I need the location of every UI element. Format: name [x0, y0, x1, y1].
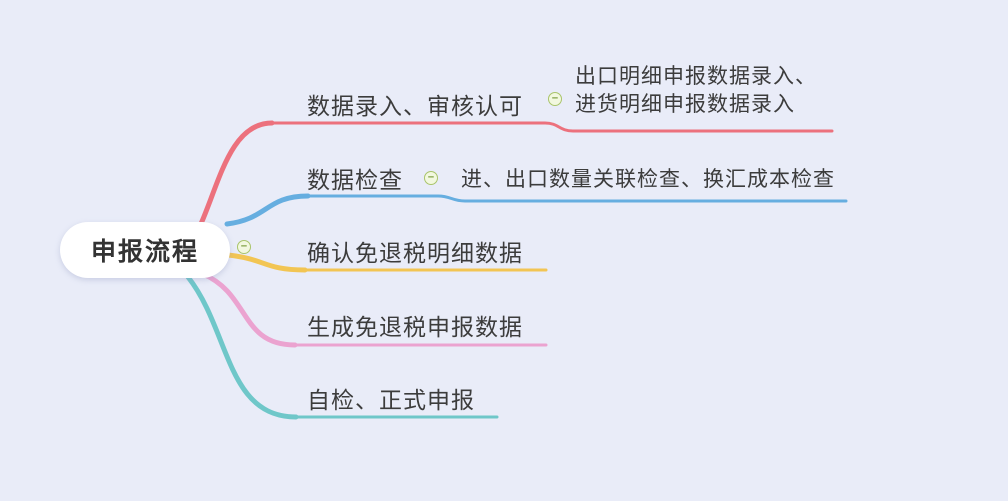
branch-trunk-selfcheck: [185, 274, 299, 420]
data-check-collapse-icon[interactable]: −: [424, 171, 438, 185]
minus-glyph: −: [427, 171, 435, 183]
root-topic[interactable]: 申报流程: [60, 222, 230, 278]
topic-generate-declaration-data[interactable]: 生成免退税申报数据: [307, 314, 523, 340]
topic-data-check[interactable]: 数据检查: [307, 167, 403, 193]
subtopic-data-entry-detail[interactable]: 出口明细申报数据录入、 进货明细申报数据录入: [575, 63, 817, 119]
topic-self-check-formal-declare[interactable]: 自检、正式申报: [307, 387, 475, 413]
branch-underline-data-check: [300, 194, 848, 203]
minus-glyph: −: [240, 240, 248, 252]
topic-data-entry[interactable]: 数据录入、审核认可: [307, 93, 523, 119]
subtopic-line: 出口明细申报数据录入、: [575, 65, 817, 88]
root-collapse-icon[interactable]: −: [237, 240, 251, 254]
branch-trunk-data-check: [224, 193, 311, 227]
topic-confirm-exemption-data[interactable]: 确认免退税明细数据: [307, 240, 523, 266]
root-topic-label: 申报流程: [90, 238, 199, 266]
branch-underline-data-entry: [266, 121, 834, 133]
subtopic-line: 进货明细申报数据录入: [575, 93, 795, 116]
branch-trunk-data-entry: [197, 120, 275, 229]
branch-trunk-generate: [200, 271, 298, 348]
branch-trunk-confirm: [225, 252, 308, 273]
subtopic-data-check-detail[interactable]: 进、出口数量关联检查、换汇成本检查: [461, 168, 835, 191]
data-entry-collapse-icon[interactable]: −: [548, 92, 562, 106]
minus-glyph: −: [551, 92, 559, 104]
